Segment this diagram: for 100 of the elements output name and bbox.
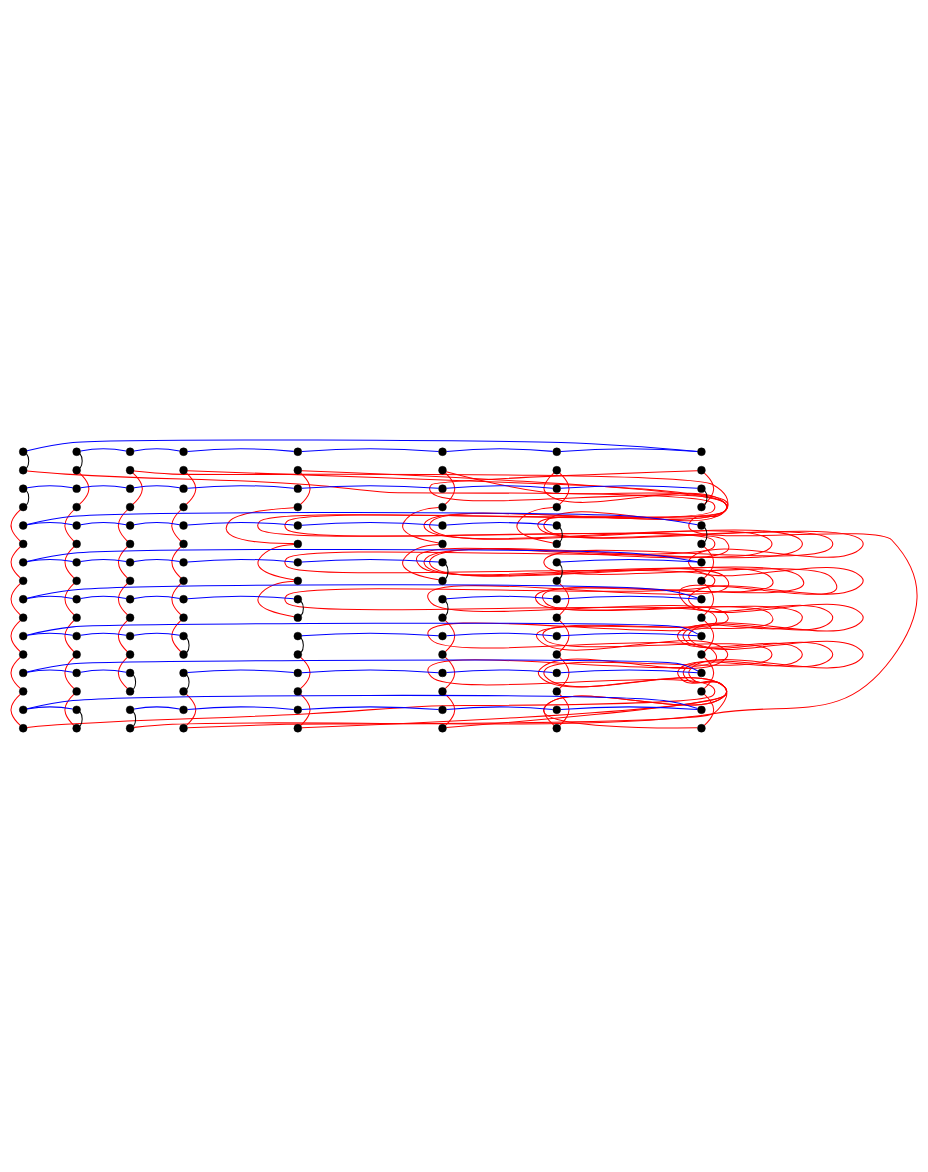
- connector: [64, 656, 75, 689]
- connector: [10, 693, 21, 726]
- node-circle: [697, 558, 706, 567]
- connector: [80, 558, 127, 563]
- connector: [402, 543, 440, 581]
- connector: [300, 637, 304, 653]
- connector: [10, 656, 21, 689]
- node-circle: [438, 521, 447, 530]
- node-circle: [19, 705, 28, 714]
- connector: [26, 584, 699, 599]
- connector: [133, 706, 181, 710]
- node-circle: [125, 687, 135, 696]
- node-circle: [72, 539, 81, 549]
- node-circle: [19, 687, 28, 696]
- node-circle: [125, 466, 135, 475]
- node-circle: [552, 595, 561, 604]
- node-circle: [438, 558, 447, 567]
- connector: [704, 527, 708, 543]
- node-circle: [552, 502, 561, 512]
- connector: [133, 448, 181, 452]
- connector: [26, 485, 74, 489]
- node-circle: [19, 631, 28, 641]
- node-circle: [179, 466, 188, 475]
- connector: [26, 622, 699, 636]
- node-circle: [438, 668, 447, 678]
- connector: [10, 546, 21, 579]
- node-circle: [552, 576, 561, 585]
- connector: [187, 558, 295, 563]
- connector: [79, 453, 83, 469]
- node-circle: [697, 650, 706, 659]
- connector: [257, 543, 295, 581]
- connector: [26, 558, 74, 563]
- connector: [444, 620, 456, 653]
- node-circle: [125, 613, 135, 622]
- node-circle: [552, 558, 561, 567]
- node-circle: [72, 502, 81, 512]
- node-circle: [72, 668, 81, 678]
- node-circle: [179, 576, 188, 585]
- node-circle: [179, 724, 188, 733]
- connector: [80, 632, 127, 636]
- connector: [446, 485, 554, 489]
- connector: [133, 522, 181, 526]
- connector: [185, 693, 197, 726]
- connector: [187, 522, 295, 526]
- connector: [559, 527, 563, 543]
- node-circle: [293, 705, 302, 714]
- connector: [64, 509, 75, 542]
- connector: [26, 439, 699, 452]
- connector: [703, 583, 715, 616]
- connector: [284, 470, 729, 729]
- connector: [446, 669, 554, 674]
- node-circle: [552, 705, 561, 714]
- node-circle: [179, 687, 188, 696]
- node-circle: [19, 539, 28, 549]
- node-circle: [552, 484, 561, 493]
- connector: [704, 490, 708, 506]
- connector: [444, 693, 456, 726]
- node-circle: [293, 539, 302, 549]
- node-circle: [293, 484, 302, 493]
- node-circle: [438, 447, 447, 456]
- node-circle: [72, 521, 81, 530]
- node-circle: [179, 613, 188, 622]
- node-circle: [293, 466, 302, 475]
- node-circle: [552, 466, 561, 475]
- node-circle: [697, 668, 706, 678]
- node-circle: [293, 447, 302, 456]
- node-circle: [293, 595, 302, 604]
- node-circle: [552, 447, 561, 456]
- connector: [64, 583, 75, 616]
- node-circle: [552, 613, 561, 622]
- node-circle: [438, 595, 447, 604]
- connector: [117, 546, 128, 579]
- node-circle: [293, 613, 302, 622]
- node-circle: [125, 484, 135, 493]
- node-circle: [125, 705, 135, 714]
- connector: [560, 485, 698, 489]
- connector: [117, 620, 128, 653]
- connector: [133, 485, 181, 489]
- connector: [446, 706, 554, 710]
- node-circle: [19, 521, 28, 530]
- connector: [185, 472, 197, 505]
- connector: [187, 669, 295, 674]
- node-circle: [125, 576, 135, 585]
- connector: [26, 694, 699, 710]
- connector: [133, 632, 181, 636]
- node-circle: [697, 466, 706, 475]
- node-circle: [438, 687, 447, 696]
- node-circle: [438, 613, 447, 622]
- node-circle: [179, 705, 188, 714]
- connector: [560, 632, 698, 637]
- node-circle: [293, 668, 302, 678]
- connector: [133, 595, 181, 599]
- node-circle: [697, 447, 706, 456]
- node-circle: [438, 502, 447, 512]
- node-circle: [179, 521, 188, 530]
- node-circle: [125, 631, 135, 641]
- connector: [10, 509, 21, 542]
- connector: [64, 693, 75, 726]
- node-circle: [125, 502, 135, 512]
- connector: [560, 448, 698, 452]
